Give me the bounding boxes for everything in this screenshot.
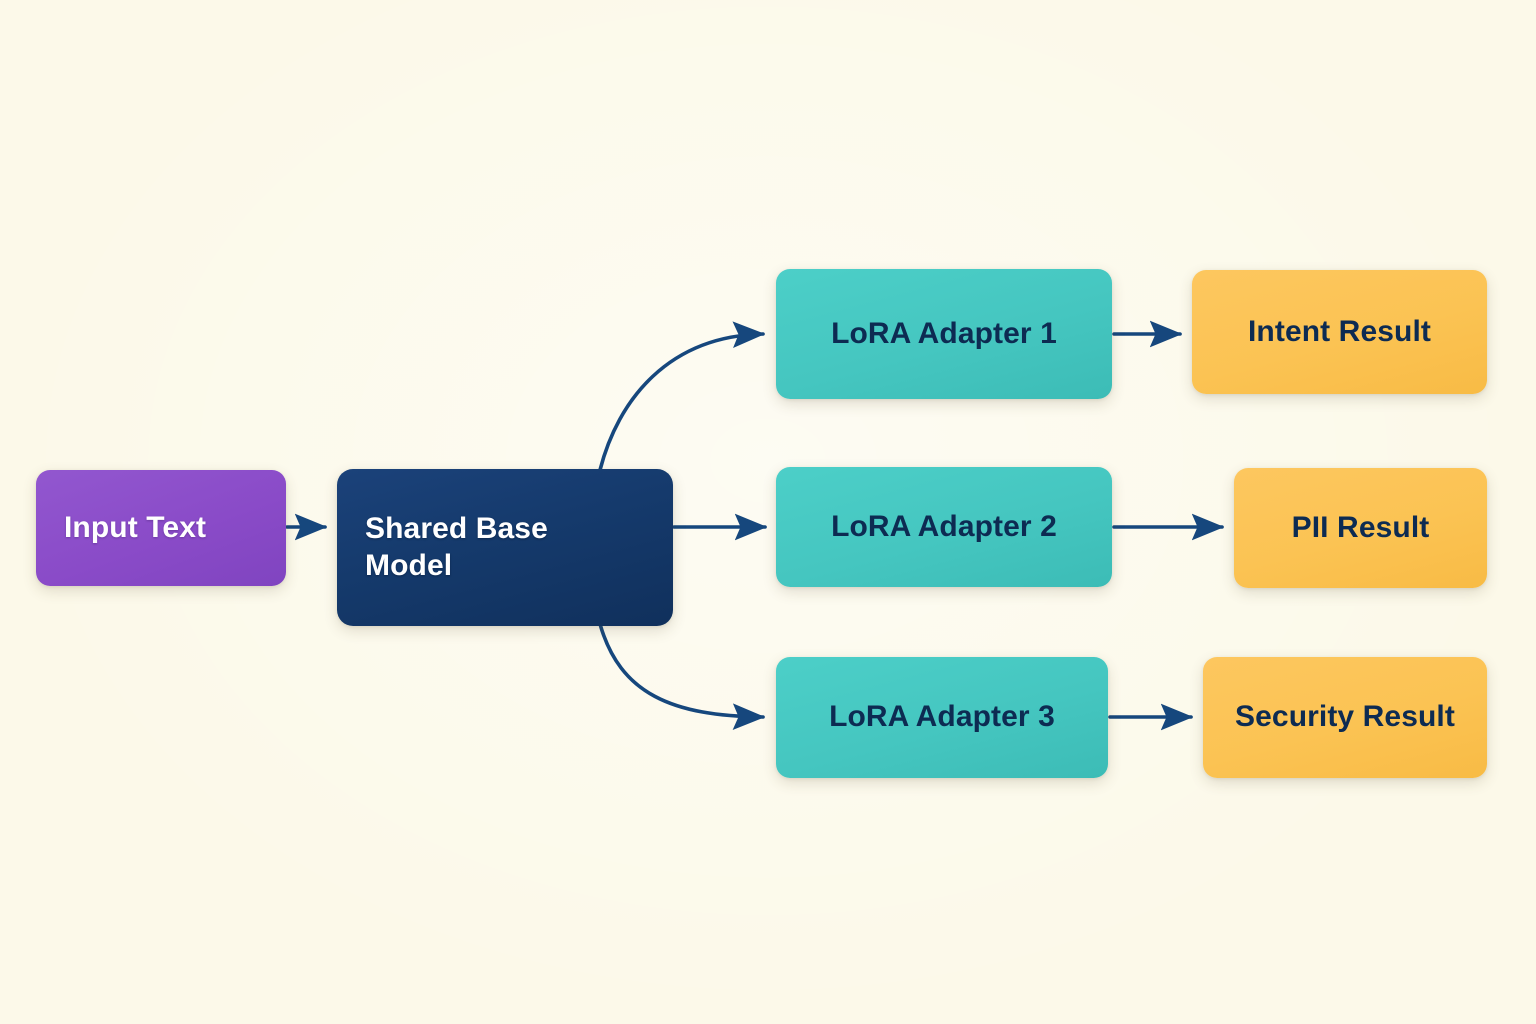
edge-base-to-adapter3	[598, 622, 766, 730]
node-shared-base-model-label: Shared Base Model	[365, 511, 548, 582]
node-intent-result[interactable]: Intent Result	[1192, 270, 1487, 394]
node-lora-adapter-1[interactable]: LoRA Adapter 1	[776, 269, 1112, 399]
node-pii-result[interactable]: PII Result	[1234, 468, 1487, 588]
node-lora-adapter-2-label: LoRA Adapter 2	[831, 509, 1057, 543]
node-input-text-label: Input Text	[64, 510, 207, 544]
node-lora-adapter-1-label: LoRA Adapter 1	[831, 316, 1057, 350]
node-shared-base-model[interactable]: Shared Base Model	[337, 469, 673, 626]
node-pii-result-label: PII Result	[1291, 510, 1430, 544]
node-input-text[interactable]: Input Text	[36, 470, 286, 586]
edge-base-to-adapter1	[598, 321, 766, 472]
node-security-result[interactable]: Security Result	[1203, 657, 1487, 778]
node-lora-adapter-3[interactable]: LoRA Adapter 3	[776, 657, 1108, 778]
node-lora-adapter-2[interactable]: LoRA Adapter 2	[776, 467, 1112, 587]
node-lora-adapter-3-label: LoRA Adapter 3	[829, 700, 1055, 734]
node-security-result-label: Security Result	[1235, 700, 1455, 734]
node-intent-result-label: Intent Result	[1248, 314, 1431, 348]
